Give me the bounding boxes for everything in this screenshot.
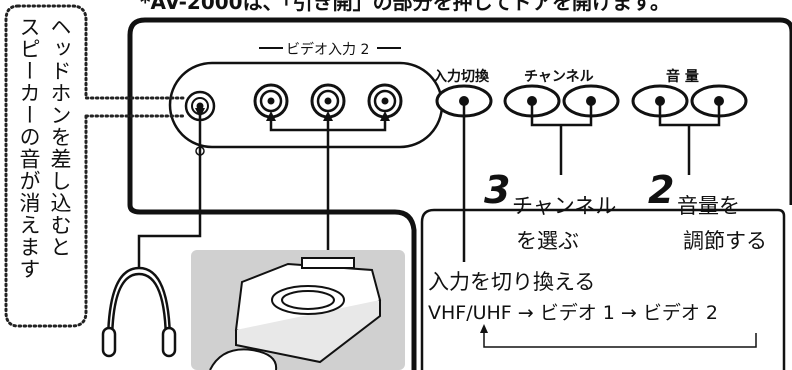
tv-body-outline-bottom xyxy=(127,204,417,370)
headphone-note-col2: ヘッドホンを差し込むと xyxy=(48,16,72,258)
note-dotted-outline xyxy=(4,4,188,328)
header-text: *AV-2000は、「引き開」の部分を押してドアを開けます。 xyxy=(140,0,670,14)
step3-label-line1: チャンネル xyxy=(512,194,617,218)
step2-number: 2 xyxy=(648,168,675,212)
volume-label: 音 量 xyxy=(666,69,699,85)
step3-label-line2: を選ぶ xyxy=(516,229,579,253)
jack-panel-outline xyxy=(168,61,444,149)
game-console-illustration xyxy=(209,257,382,370)
channel-label: チャンネル xyxy=(524,69,594,85)
step2-label-line1: 音量を xyxy=(677,194,740,218)
headphones-illustration xyxy=(101,266,177,358)
headphone-note-col1: スピーカーの音が消えます xyxy=(17,16,41,280)
input-switch-label: 入力切換 xyxy=(433,69,489,85)
video-input-label: ビデオ入力 2 xyxy=(286,42,370,58)
step3-number: 3 xyxy=(484,168,511,212)
input-switch-sequence: VHF/UHF → ビデオ 1 → ビデオ 2 xyxy=(428,302,718,324)
step2-label-line2: 調節する xyxy=(683,229,767,253)
input-switch-note: 入力を切り換える xyxy=(428,270,596,294)
video-jack-3 xyxy=(367,83,403,119)
callout-panel xyxy=(420,208,786,370)
tv-body-outline xyxy=(127,17,792,205)
